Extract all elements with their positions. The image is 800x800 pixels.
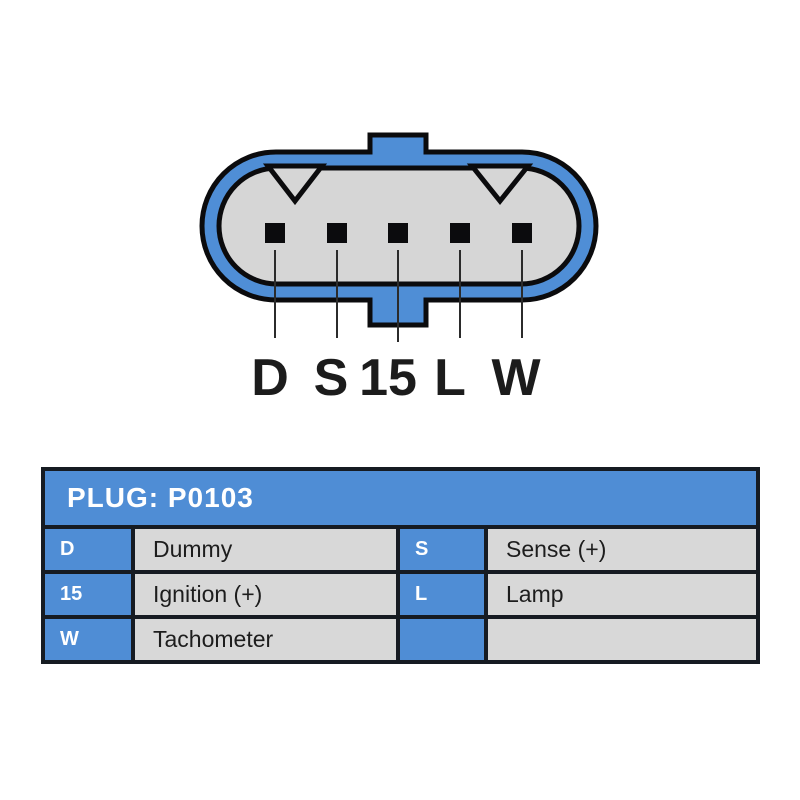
pin-function-cell: Lamp (484, 570, 760, 619)
pin-function-cell: Dummy (131, 525, 400, 574)
pin-function-cell: Ignition (+) (131, 570, 400, 619)
table-row: W Tachometer (41, 615, 760, 664)
table-row: D Dummy S Sense (+) (41, 525, 760, 574)
pin-function-cell: Tachometer (131, 615, 400, 664)
pin-designation-15: 15 (359, 349, 417, 407)
pin-designation-l: L (434, 349, 466, 407)
pin-key-cell (396, 615, 488, 664)
pin-leader-lines (274, 250, 523, 342)
plug-pinout-table: PLUG: P0103 D Dummy S Sense (+) 15 Ignit… (41, 467, 760, 664)
pin-square-d (265, 223, 285, 243)
pin-key-cell: W (41, 615, 135, 664)
keying-notch-left-icon (262, 163, 328, 206)
plug-table-header-row: PLUG: P0103 (41, 467, 760, 529)
pin-designation-s: S (313, 349, 349, 407)
pin-designation-d: D (251, 349, 289, 407)
pin-key-cell: D (41, 525, 135, 574)
pin-key-cell: 15 (41, 570, 135, 619)
pin-key-cell: L (396, 570, 488, 619)
pin-function-cell: Sense (+) (484, 525, 760, 574)
connector-diagram (199, 132, 599, 342)
pin-square-w (512, 223, 532, 243)
keying-notch-right-icon (466, 163, 534, 206)
pin-square-s (327, 223, 347, 243)
pin-terminals (265, 223, 532, 243)
pin-square-l (450, 223, 470, 243)
pin-square-15 (388, 223, 408, 243)
pin-function-cell (484, 615, 760, 664)
pin-designation-w: W (491, 349, 541, 407)
pin-key-cell: S (396, 525, 488, 574)
table-row: 15 Ignition (+) L Lamp (41, 570, 760, 619)
plug-table-title: PLUG: P0103 (41, 467, 760, 529)
